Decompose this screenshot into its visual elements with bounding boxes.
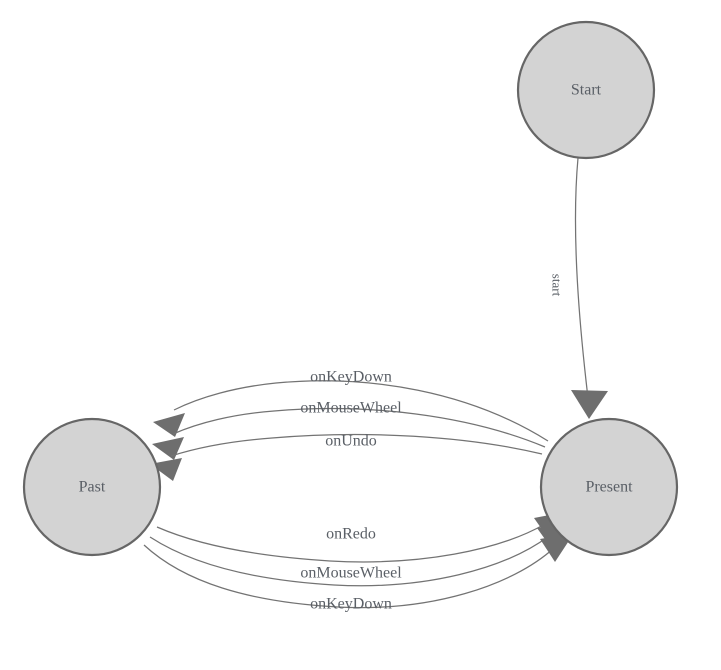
edge-present-to-past-undo[interactable] (150, 433, 543, 481)
node-past[interactable]: Past (22, 417, 162, 557)
node-start-label: Start (571, 82, 602, 99)
node-start[interactable]: Start (516, 20, 656, 160)
edge-path-wheel-dn (149, 535, 550, 587)
edge-label-mousewheel-up: onMouseWheel (300, 400, 402, 417)
edge-label-start: start (550, 274, 565, 297)
node-present-circle (539, 417, 679, 557)
edge-path-keydown-up (173, 380, 549, 442)
edge-label-keydown-dn: onKeyDown (310, 596, 392, 613)
arrowhead-start-present (571, 390, 608, 419)
edge-label-keydown-up: onKeyDown (310, 369, 392, 386)
node-present[interactable]: Present (539, 417, 679, 557)
edge-path-undo (170, 433, 543, 457)
node-past-label: Past (79, 479, 106, 496)
arrowhead-wheel-up (152, 437, 184, 460)
edge-label-mousewheel-dn: onMouseWheel (300, 565, 402, 582)
edge-path-start (574, 157, 589, 399)
arrowhead-keydown-up (153, 413, 185, 437)
node-present-label: Present (585, 479, 633, 496)
node-start-circle (516, 20, 656, 160)
edge-label-undo: onUndo (325, 433, 377, 450)
node-past-circle (22, 417, 162, 557)
edge-path-keydown-dn (143, 544, 555, 609)
edge-present-to-past-keydown[interactable] (153, 380, 549, 442)
arrowhead-undo (150, 458, 182, 481)
edge-path-redo (156, 523, 546, 563)
edge-start-to-present[interactable] (571, 157, 608, 419)
edge-label-redo: onRedo (326, 526, 376, 543)
edge-path-wheel-up (172, 408, 546, 448)
